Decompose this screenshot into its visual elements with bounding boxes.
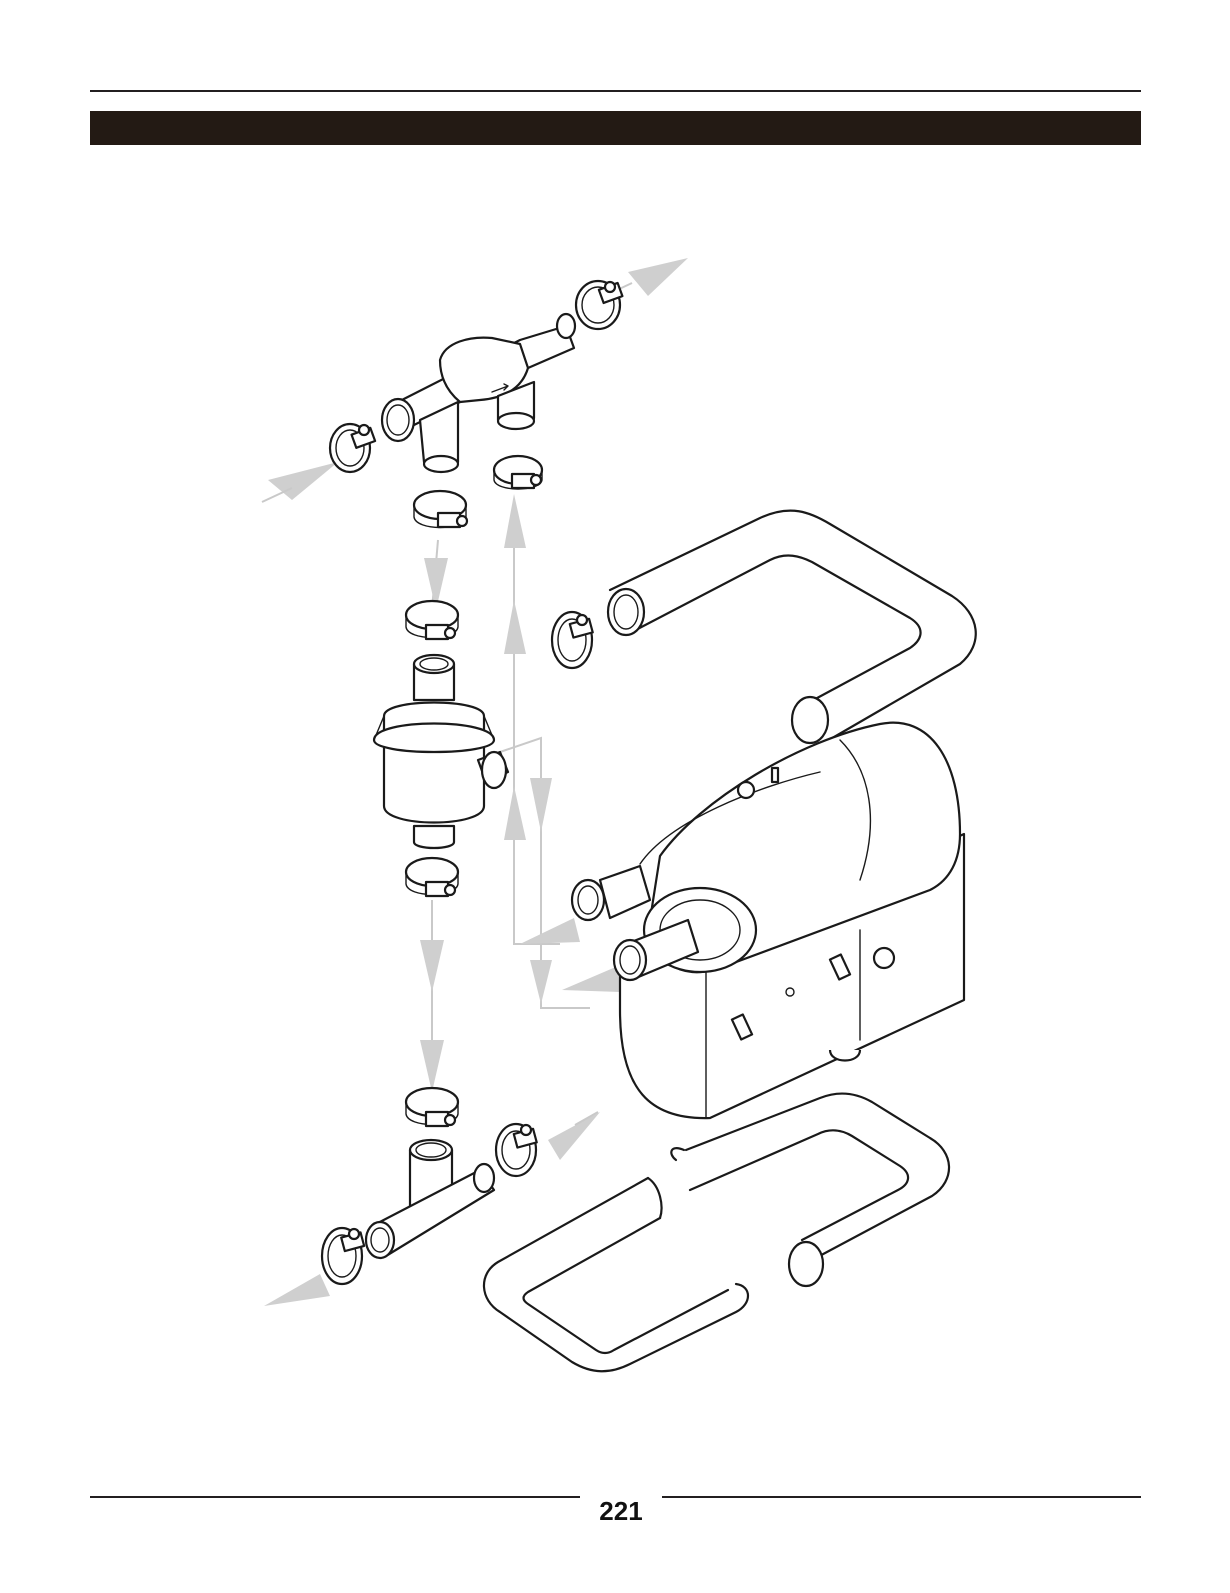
hose-clamp-lower-a xyxy=(404,856,460,898)
arrow-down-4 xyxy=(420,1040,444,1092)
thermostat-valve xyxy=(372,653,510,850)
coolant-hose-lower xyxy=(482,1092,951,1373)
coolant-hose-upper xyxy=(606,509,977,746)
hose-clamp-top-left xyxy=(328,422,377,474)
arrow-down-1 xyxy=(424,558,448,610)
hose-clamp-lower-right xyxy=(494,1122,538,1178)
hose-clamp-top-mid xyxy=(492,454,544,490)
t-piece-upper xyxy=(380,312,577,474)
page-number: 221 xyxy=(599,1496,643,1526)
hose-clamp-lower-b xyxy=(404,1086,460,1128)
arrow-up-2 xyxy=(504,600,526,654)
arrow-to-pump-2 xyxy=(562,966,620,992)
water-heater-unit xyxy=(570,721,966,1120)
arrow-into-lower-tee xyxy=(548,1112,600,1160)
footer-rule-right xyxy=(662,1496,1141,1498)
hose-clamp-hose-inlet xyxy=(550,610,594,670)
footer-rule-left xyxy=(90,1496,580,1498)
arrow-side-1 xyxy=(530,960,552,1004)
header-rule xyxy=(90,90,1141,92)
arrow-out-lower-left xyxy=(264,1274,330,1306)
arrow-up-3 xyxy=(504,786,526,840)
flow-arrows xyxy=(261,258,688,1306)
arrow-up-1 xyxy=(504,494,526,548)
arrow-down-3 xyxy=(420,940,444,992)
arrow-down-2 xyxy=(530,778,552,832)
hose-clamp-top-right xyxy=(574,279,624,331)
hose-clamp-lower-left xyxy=(320,1226,366,1286)
arrow-to-pump-1 xyxy=(520,918,580,944)
hose-clamp-upper-a xyxy=(412,489,469,529)
header-band xyxy=(90,111,1141,145)
hose-clamp-upper-b xyxy=(404,599,460,641)
arrow-outlet-top xyxy=(628,258,688,296)
t-piece-lower xyxy=(364,1138,496,1260)
